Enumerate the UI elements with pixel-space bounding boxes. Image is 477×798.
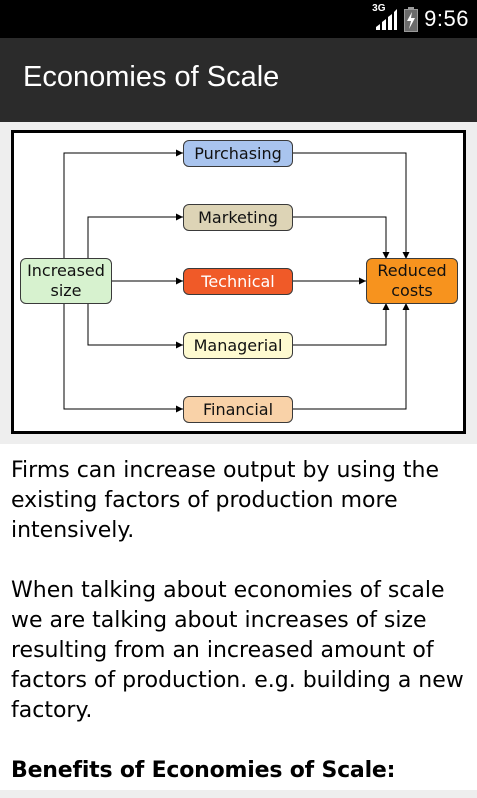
connector-managerial-target xyxy=(293,303,390,346)
connector-purchasing-target xyxy=(293,152,410,259)
connector-source-financial xyxy=(63,303,183,413)
node-managerial-label: Managerial xyxy=(193,335,283,355)
node-target-line1: Reduced xyxy=(377,261,447,280)
node-target-line2: costs xyxy=(391,281,433,300)
diagram-node-purchasing: Purchasing xyxy=(183,140,293,167)
signal-icon: 3G xyxy=(372,3,398,32)
connector-financial-target xyxy=(293,303,410,410)
status-icons: 3G 9:56 xyxy=(372,0,469,38)
action-bar: Economies of Scale xyxy=(0,38,477,122)
section-heading: Benefits of Economies of Scale: xyxy=(11,758,396,783)
node-technical-label: Technical xyxy=(201,271,275,291)
connector-source-purchasing xyxy=(63,149,183,259)
connector-source-marketing xyxy=(87,213,183,259)
connector-source-managerial xyxy=(87,303,183,349)
paragraph-gap xyxy=(11,546,471,576)
battery-charging-icon xyxy=(404,6,419,32)
paragraph-gap xyxy=(11,726,471,756)
economies-diagram: Increased size Reduced costs Purchasing … xyxy=(11,130,466,434)
status-bar: 3G 9:56 xyxy=(0,0,477,38)
bottom-edge xyxy=(0,790,477,798)
connector-marketing-target xyxy=(293,216,390,259)
diagram-node-increased-size: Increased size xyxy=(20,258,112,304)
paragraph-definition: When talking about economies of scale we… xyxy=(11,578,464,723)
diagram-node-marketing: Marketing xyxy=(183,204,293,231)
node-source-line2: size xyxy=(50,281,82,300)
node-source-line1: Increased xyxy=(27,261,105,280)
app-title: Economies of Scale xyxy=(23,61,280,93)
diagram-node-reduced-costs: Reduced costs xyxy=(366,258,458,304)
node-purchasing-label: Purchasing xyxy=(194,143,282,163)
diagram-connectors xyxy=(63,149,410,413)
node-marketing-label: Marketing xyxy=(198,207,278,227)
paragraph-intro: Firms can increase output by using the e… xyxy=(11,458,440,543)
clock-time: 9:56 xyxy=(424,6,469,31)
diagram-area: Increased size Reduced costs Purchasing … xyxy=(0,122,477,444)
diagram-node-managerial: Managerial xyxy=(183,332,293,359)
diagram-node-financial: Financial xyxy=(183,396,293,423)
network-type-label: 3G xyxy=(372,3,386,14)
diagram-node-technical: Technical xyxy=(183,268,293,295)
node-financial-label: Financial xyxy=(202,399,274,419)
article-content: Firms can increase output by using the e… xyxy=(11,456,471,786)
